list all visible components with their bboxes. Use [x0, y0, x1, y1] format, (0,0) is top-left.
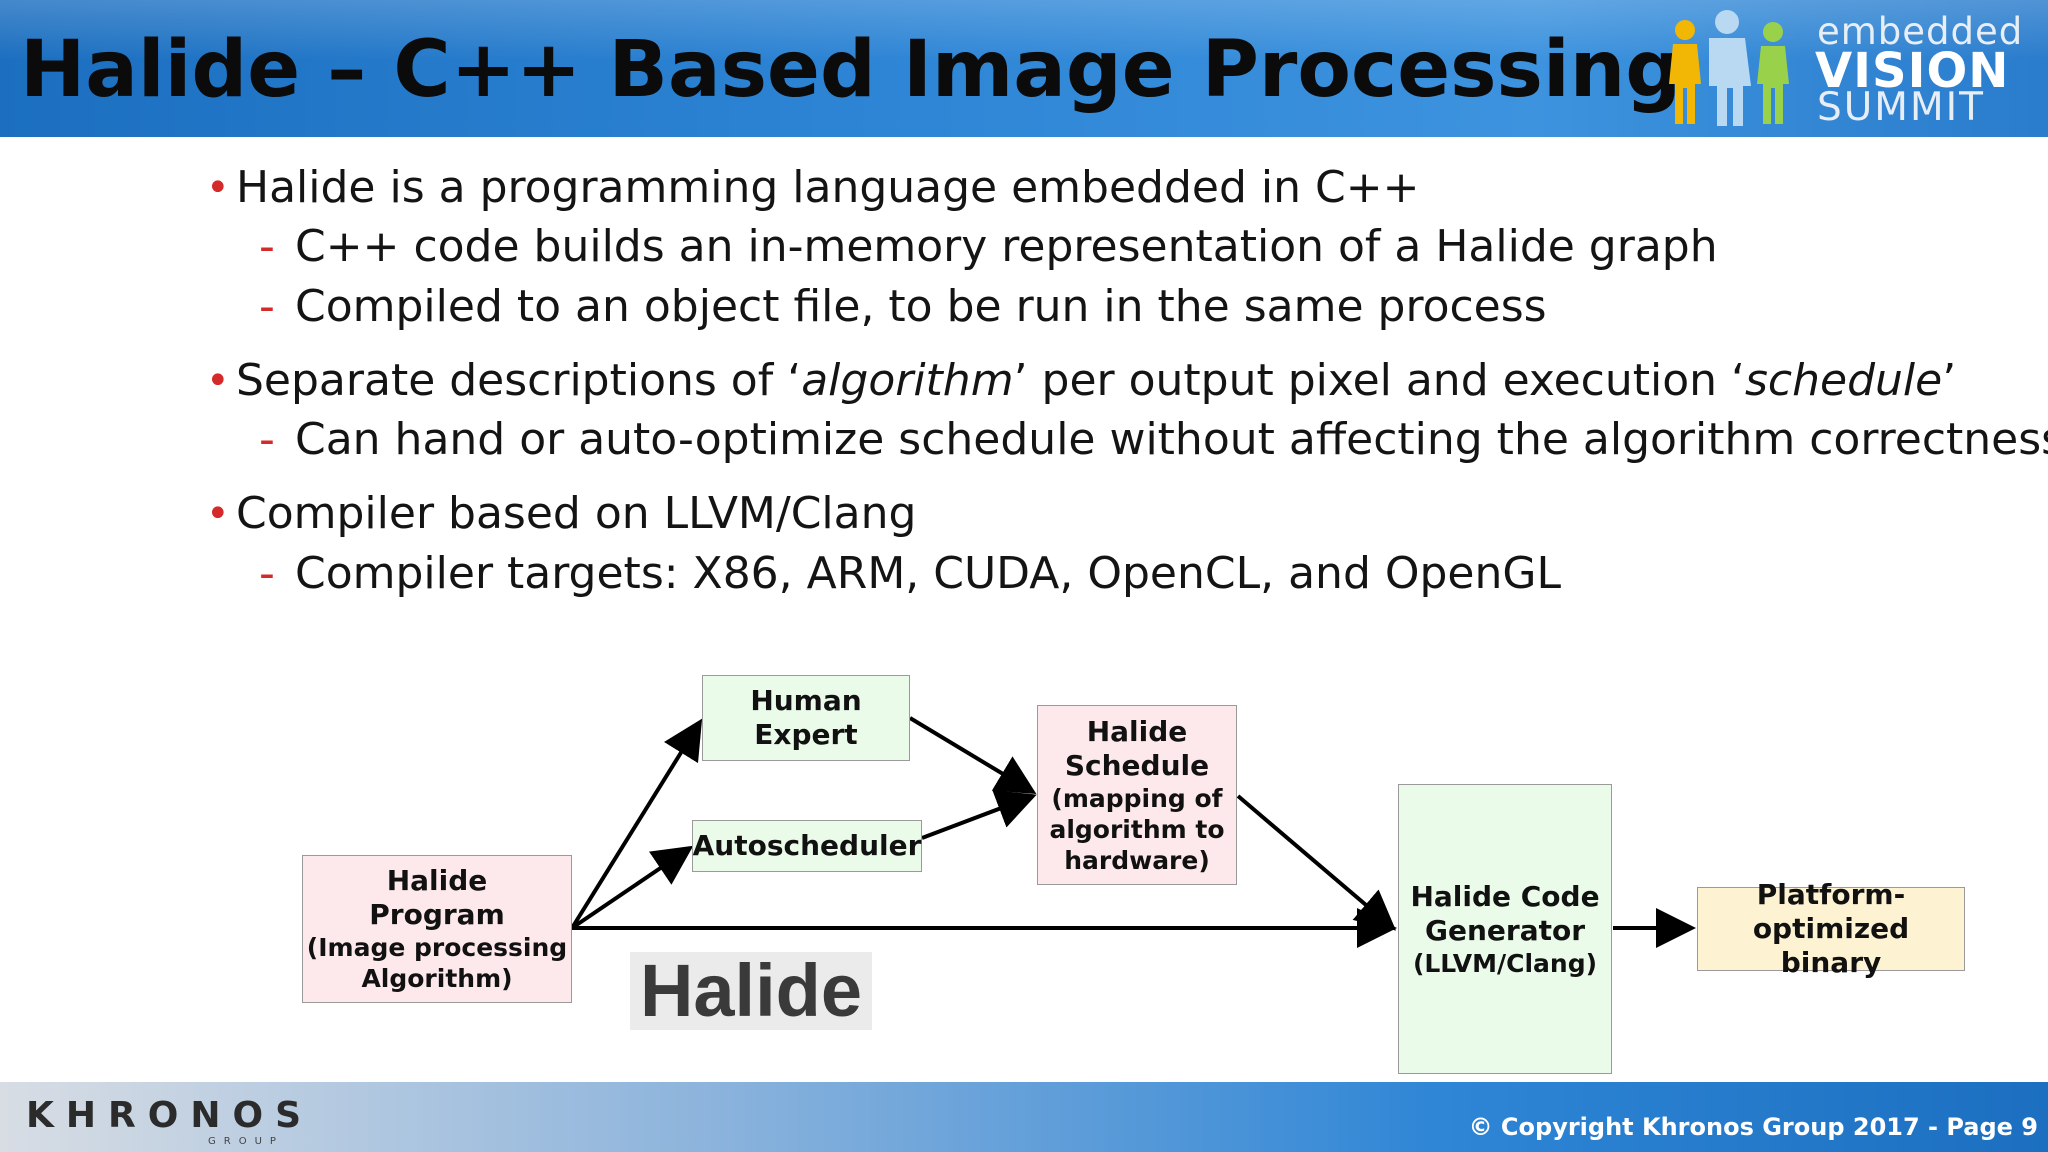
arrow-autoscheduler-to-schedule — [921, 790, 1037, 840]
autoscheduler-label: Autoscheduler — [692, 829, 922, 862]
generator-label-3: (LLVM/Clang) — [1412, 948, 1598, 978]
schedule-label-2: Schedule — [1064, 748, 1210, 782]
expert-label-1: Human — [750, 684, 862, 717]
header-gloss — [0, 0, 2048, 60]
halide-schedule-box: Halide Schedule (mapping of algorithm to… — [1037, 705, 1237, 885]
schedule-label-3: (mapping of — [1051, 783, 1223, 813]
program-label-2: Program — [369, 898, 505, 931]
dash-icon: - — [259, 281, 275, 332]
arrow-expert-to-schedule — [908, 716, 1037, 795]
sub-bullet-3-1: -Compiler targets: X86, ARM, CUDA, OpenC… — [259, 546, 1561, 602]
dash-icon: - — [259, 414, 275, 465]
bullet-3-text: Compiler based on LLVM/Clang — [236, 488, 917, 539]
human-expert-box: Human Expert — [702, 675, 910, 761]
generator-label-2: Generator — [1424, 913, 1586, 947]
bullet-dot-icon: • — [206, 358, 230, 404]
binary-label-2: optimized binary — [1752, 912, 1910, 979]
bullet-1-text: Halide is a programming language embedde… — [236, 162, 1420, 213]
sub-bullet-2-1-text: Can hand or auto-optimize schedule witho… — [295, 414, 2048, 465]
bullet-2-text-c: ’ — [1942, 355, 1957, 406]
arrow-program-to-autoscheduler — [570, 845, 694, 930]
program-label-4: Algorithm) — [361, 964, 513, 993]
khronos-group-label: GROUP — [208, 1136, 284, 1147]
sub-bullet-1-1: -C++ code builds an in-memory representa… — [259, 219, 1718, 275]
bullet-dot-icon: • — [206, 165, 230, 211]
expert-label-2: Expert — [754, 718, 858, 751]
bullet-2: •Separate descriptions of ‘algorithm’ pe… — [206, 353, 1957, 409]
logo-text-summit: SUMMIT — [1817, 85, 1985, 130]
bullet-2-text-b: ’ per output pixel and execution ‘ — [1013, 355, 1745, 406]
halide-program-box: Halide Program (Image processing Algorit… — [302, 855, 572, 1003]
sub-bullet-2-1: -Can hand or auto-optimize schedule with… — [259, 412, 2048, 468]
embedded-vision-summit-logo: embedded VISION SUMMIT — [1665, 8, 2025, 130]
logo-text-embedded: embedded — [1817, 10, 2024, 53]
bullet-2-text-a: Separate descriptions of ‘ — [236, 355, 802, 406]
sub-bullet-3-1-text: Compiler targets: X86, ARM, CUDA, OpenCL… — [295, 548, 1561, 599]
program-label-3: (Image processing — [306, 933, 568, 962]
khronos-logo: KHRONOS — [26, 1095, 314, 1136]
autoscheduler-box: Autoscheduler — [692, 820, 922, 872]
binary-label-1: Platform- — [1756, 878, 1906, 911]
header-bar: Halide – C++ Based Image Processing embe… — [0, 0, 2048, 137]
footer-bar: KHRONOS GROUP © Copyright Khronos Group … — [0, 1082, 2048, 1152]
sub-bullet-1-2: -Compiled to an object file, to be run i… — [259, 279, 1547, 335]
halide-code-generator-box: Halide Code Generator (LLVM/Clang) — [1398, 784, 1612, 1074]
bullet-2-text-algorithm: algorithm — [801, 355, 1014, 406]
halide-logo-text: Halide — [630, 952, 872, 1030]
slide-title: Halide – C++ Based Image Processing — [20, 25, 1682, 115]
program-label-1: Halide — [386, 864, 488, 897]
sub-bullet-1-1-text: C++ code builds an in-memory representat… — [295, 221, 1718, 272]
sub-bullet-1-2-text: Compiled to an object file, to be run in… — [295, 281, 1547, 332]
schedule-label-1: Halide — [1086, 714, 1188, 748]
platform-binary-box: Platform- optimized binary — [1697, 878, 1965, 979]
dash-icon: - — [259, 548, 275, 599]
bullet-2-text-schedule: schedule — [1745, 355, 1943, 406]
copyright-text: © Copyright Khronos Group 2017 - Page 9 — [1468, 1113, 2038, 1141]
bullet-3: •Compiler based on LLVM/Clang — [206, 486, 917, 542]
dash-icon: - — [259, 221, 275, 272]
bullet-1: •Halide is a programming language embedd… — [206, 160, 1420, 216]
arrow-program-to-expert — [570, 718, 703, 930]
bullet-dot-icon: • — [206, 491, 230, 537]
generator-label-1: Halide Code — [1410, 879, 1600, 913]
logo-text-vision: VISION — [1815, 43, 2010, 99]
schedule-label-4: algorithm to — [1049, 814, 1225, 844]
arrow-schedule-to-generator — [1236, 794, 1397, 931]
people-figures-icon — [1669, 10, 1789, 126]
schedule-label-5: hardware) — [1064, 845, 1210, 875]
